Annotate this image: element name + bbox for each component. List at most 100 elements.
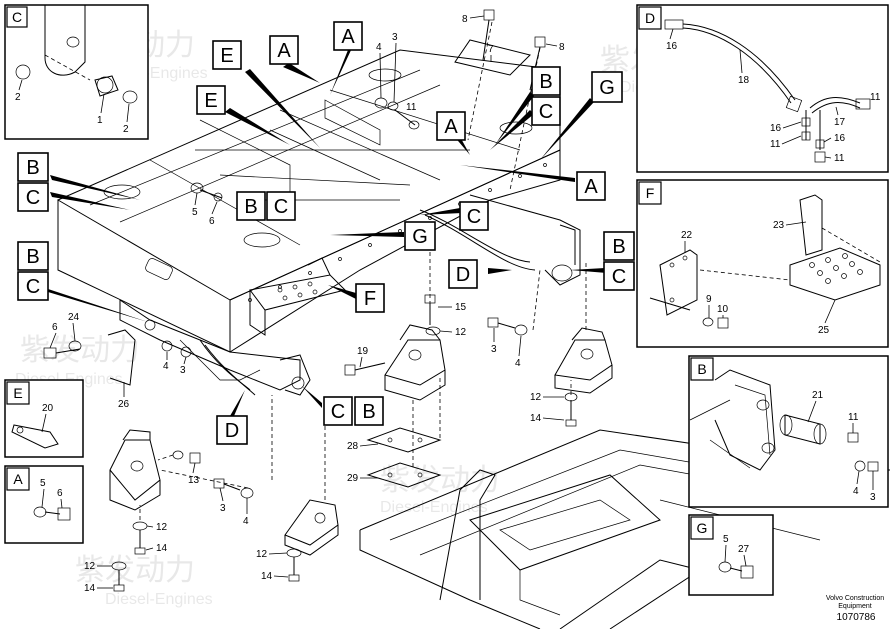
part-label: 3: [180, 365, 186, 376]
part-label: 5: [192, 207, 198, 218]
part-label: 19: [357, 346, 369, 357]
callout-box-d: D: [448, 259, 478, 289]
callout-box-c: C: [266, 191, 296, 221]
part-label: 12: [530, 392, 542, 403]
credit-line: Equipment: [838, 603, 872, 610]
part-label: 2: [15, 92, 21, 103]
watermark-cn: 紫发动力: [380, 464, 500, 497]
detail-panel-c: C 2 1 2: [4, 4, 149, 140]
svg-text:A: A: [584, 176, 598, 198]
part-label: 4: [853, 486, 859, 497]
detail-panel-b: B 21 11 4 3: [688, 355, 889, 508]
part-label: 29: [347, 473, 359, 484]
svg-text:B: B: [244, 196, 257, 218]
part-label: 11: [834, 153, 845, 164]
svg-text:F: F: [364, 288, 376, 310]
svg-text:D: D: [225, 420, 239, 442]
part-label: 4: [243, 516, 249, 527]
svg-text:B: B: [539, 71, 552, 93]
part-label: 12: [156, 522, 168, 533]
callout-box-g: G: [404, 221, 436, 251]
part-label: 11: [406, 102, 417, 113]
callout-box-a: A: [333, 21, 363, 51]
part-label: 14: [530, 413, 542, 424]
credit-line: Volvo Construction: [826, 595, 884, 602]
callout-box-b: B: [17, 152, 49, 182]
callout-box-b: B: [17, 241, 49, 271]
detail-panel-a: A 5 6: [4, 465, 84, 544]
part-label: 2: [123, 124, 129, 135]
part-label: 15: [455, 302, 467, 313]
shims: [366, 427, 442, 488]
callout-box-f: F: [355, 283, 385, 313]
svg-text:G: G: [412, 226, 428, 248]
part-label: 26: [118, 399, 130, 410]
part-label: 28: [347, 441, 359, 452]
part-label: 10: [717, 304, 729, 315]
callout-box-a: A: [269, 35, 299, 65]
callout-box-b: B: [354, 396, 384, 426]
svg-text:E: E: [220, 45, 233, 67]
callout-box-c: C: [323, 396, 353, 426]
dashed-lines: [139, 21, 587, 520]
part-label: 16: [666, 41, 678, 52]
callout-box-c: C: [17, 271, 49, 301]
watermark-cn: 紫发动力: [75, 554, 195, 587]
part-label: 11: [848, 412, 859, 423]
callout-box-e: E: [196, 85, 226, 115]
svg-text:C: C: [274, 196, 288, 218]
watermark-cn: 紫发动力: [20, 334, 140, 367]
callout-box-b: B: [531, 66, 561, 96]
part-label: 4: [163, 361, 169, 372]
svg-text:C: C: [539, 101, 553, 123]
part-label: 12: [455, 327, 467, 338]
callout-box-a: A: [436, 111, 466, 141]
part-label: 24: [68, 312, 80, 323]
callout-box-a: A: [576, 171, 606, 201]
svg-text:A: A: [341, 26, 355, 48]
svg-text:A: A: [444, 116, 458, 138]
svg-text:C: C: [26, 187, 40, 209]
callout-box-b: B: [603, 231, 635, 261]
part-label: 11: [770, 139, 781, 150]
svg-text:G: G: [697, 520, 708, 536]
callout-box-g: G: [591, 71, 623, 103]
part-label: 23: [773, 220, 785, 231]
svg-text:D: D: [645, 10, 655, 26]
callout-box-c: C: [17, 182, 49, 212]
mount-bottom-centre: [284, 499, 339, 582]
part-label: 3: [220, 503, 226, 514]
svg-text:C: C: [26, 276, 40, 298]
detail-panel-e: E 20: [4, 379, 84, 458]
svg-text:B: B: [612, 236, 625, 258]
part-label: 3: [870, 492, 876, 503]
part-label: 25: [818, 325, 830, 336]
callout-box-c: C: [603, 261, 635, 291]
detail-panel-f: F 22 23 9 10 25: [636, 179, 889, 348]
part-label: 21: [812, 390, 824, 401]
mount-centre: [344, 294, 528, 401]
part-label: 11: [870, 92, 881, 103]
part-label: 16: [770, 123, 782, 134]
part-label: 22: [681, 230, 693, 241]
part-label: 1: [97, 115, 103, 126]
callout-box-e: E: [212, 40, 242, 70]
main-callouts: A A E E B C G A A B C B C C G B C D B C …: [17, 21, 635, 445]
part-label: 4: [515, 358, 521, 369]
svg-text:C: C: [12, 9, 22, 25]
svg-text:E: E: [204, 90, 217, 112]
svg-text:B: B: [26, 246, 39, 268]
watermark-en: Diesel-Engines: [105, 591, 213, 608]
part-label: 7: [488, 44, 494, 55]
svg-text:B: B: [697, 361, 706, 377]
callout-box-c: C: [459, 201, 489, 231]
callout-box-d: D: [216, 415, 248, 445]
part-label: 6: [57, 488, 63, 499]
watermark-en: Diesel-Engines: [380, 499, 488, 516]
credits: Volvo Construction Equipment 1070786: [826, 595, 884, 623]
part-label: 3: [491, 344, 497, 355]
svg-text:C: C: [331, 401, 345, 423]
part-label: 14: [84, 583, 96, 594]
part-label: 6: [52, 322, 58, 333]
